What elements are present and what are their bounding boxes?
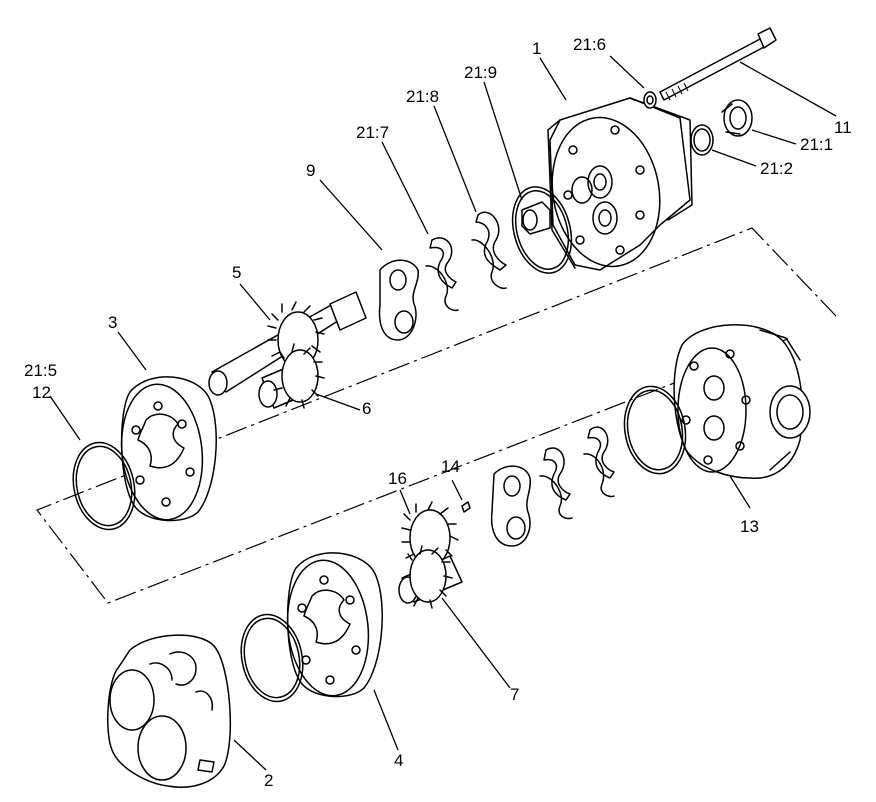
part-21-7-seal — [425, 237, 459, 312]
callout-21-9: 21:9 — [464, 63, 497, 82]
callout-7: 7 — [510, 685, 519, 704]
callout-9: 9 — [306, 161, 315, 180]
lower-plate — [490, 465, 532, 547]
part-12-o-ring — [72, 441, 136, 531]
callout-12: 12 — [32, 383, 51, 402]
callout-21-5: 21:5 — [24, 361, 57, 380]
part-1-housing — [547, 97, 693, 271]
part-2-end-cover — [107, 634, 232, 788]
part-14-pin — [461, 501, 471, 513]
lower-seals — [539, 426, 615, 520]
callout-14: 14 — [441, 457, 460, 476]
callout-6: 6 — [362, 399, 371, 418]
callout-21-1: 21:1 — [800, 135, 833, 154]
leader-lines — [49, 55, 837, 771]
callout-labels: 1 21:6 11 21:1 21:2 21:9 21:8 21:7 9 5 3… — [24, 35, 852, 790]
callout-5: 5 — [232, 263, 241, 282]
part-21-8-seal — [471, 211, 507, 290]
callout-21-8: 21:8 — [406, 87, 439, 106]
part-11-bolt — [643, 27, 777, 109]
callout-16: 16 — [388, 469, 407, 488]
part-4-plate — [286, 552, 383, 698]
assembly-centerline — [36, 227, 837, 604]
part-21-1-seal — [721, 99, 753, 137]
part-13-housing — [673, 324, 811, 479]
part-6-driven-gear — [258, 343, 325, 409]
callout-21-6: 21:6 — [573, 35, 606, 54]
part-21-2-ring — [690, 124, 714, 156]
part-21-9-seal-ring — [511, 186, 573, 274]
part-9-plate — [378, 259, 419, 341]
callout-2: 2 — [264, 771, 273, 790]
callout-1: 1 — [532, 39, 541, 58]
callout-21-2: 21:2 — [760, 159, 793, 178]
callout-4: 4 — [394, 751, 403, 770]
part-7-gear-shaft — [398, 545, 463, 609]
callout-11: 11 — [834, 118, 852, 137]
callout-21-7: 21:7 — [356, 123, 389, 142]
part-4-o-ring — [240, 613, 304, 703]
callout-3: 3 — [108, 313, 117, 332]
part-13-o-ring — [623, 385, 687, 475]
callout-13: 13 — [740, 517, 759, 536]
